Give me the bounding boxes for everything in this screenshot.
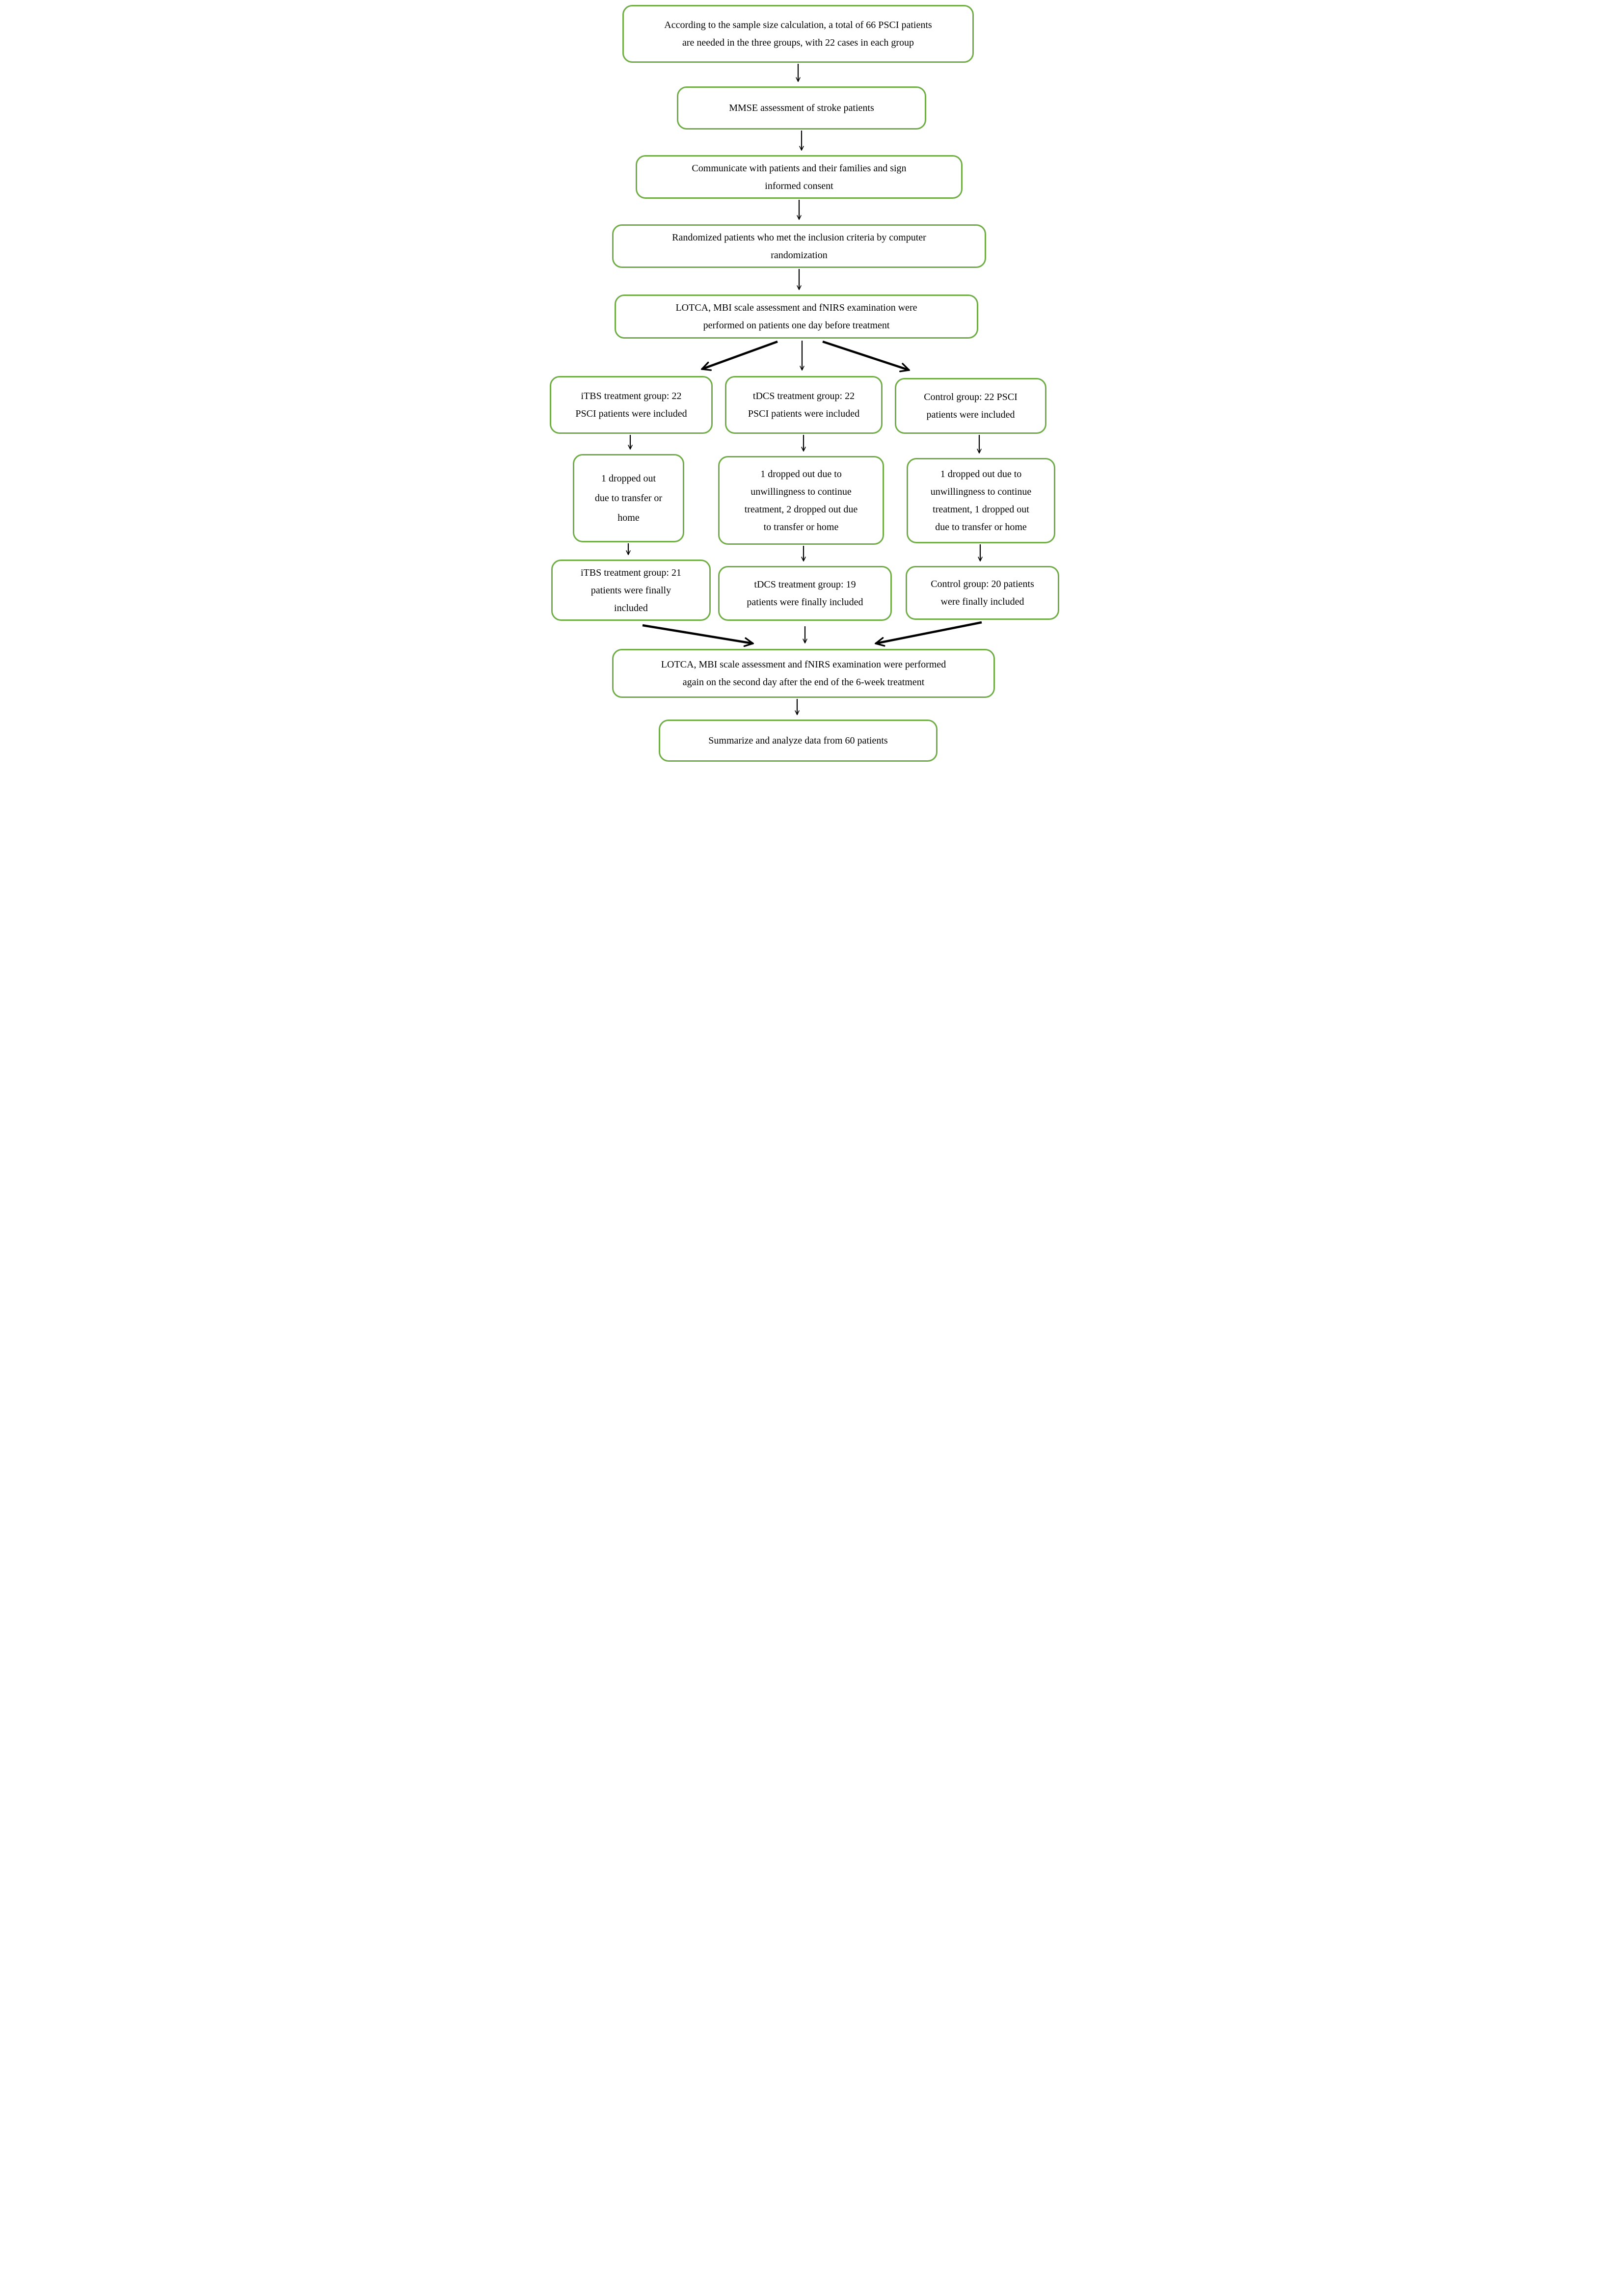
node-informed-consent: Communicate with patients and their fami… bbox=[636, 155, 963, 199]
arrow-split-right bbox=[822, 340, 909, 370]
node-baseline-assessment: LOTCA, MBI scale assessment and fNIRS ex… bbox=[615, 294, 978, 339]
node-itbs-group: iTBS treatment group: 22 PSCI patients w… bbox=[550, 376, 713, 434]
node-itbs-dropout: 1 dropped out due to transfer or home bbox=[573, 454, 684, 542]
node-randomization: Randomized patients who met the inclusio… bbox=[612, 224, 986, 268]
flowchart-canvas: According to the sample size calculation… bbox=[536, 0, 1072, 765]
node-post-assessment: LOTCA, MBI scale assessment and fNIRS ex… bbox=[612, 649, 995, 698]
node-tdcs-final: tDCS treatment group: 19 patients were f… bbox=[718, 566, 892, 621]
node-control-dropout: 1 dropped out due to unwillingness to co… bbox=[907, 458, 1055, 543]
node-mmse-assessment: MMSE assessment of stroke patients bbox=[677, 86, 926, 130]
node-tdcs-dropout: 1 dropped out due to unwillingness to co… bbox=[718, 456, 884, 545]
node-control-group: Control group: 22 PSCI patients were inc… bbox=[895, 378, 1046, 434]
node-itbs-final: iTBS treatment group: 21 patients were f… bbox=[551, 560, 711, 621]
arrow-split-left bbox=[702, 340, 778, 369]
node-sample-size: According to the sample size calculation… bbox=[622, 5, 974, 63]
arrow-merge-right bbox=[876, 621, 982, 643]
node-control-final: Control group: 20 patients were finally … bbox=[906, 566, 1059, 620]
node-tdcs-group: tDCS treatment group: 22 PSCI patients w… bbox=[725, 376, 883, 434]
node-summarize: Summarize and analyze data from 60 patie… bbox=[659, 720, 938, 762]
arrow-merge-left bbox=[642, 624, 753, 643]
